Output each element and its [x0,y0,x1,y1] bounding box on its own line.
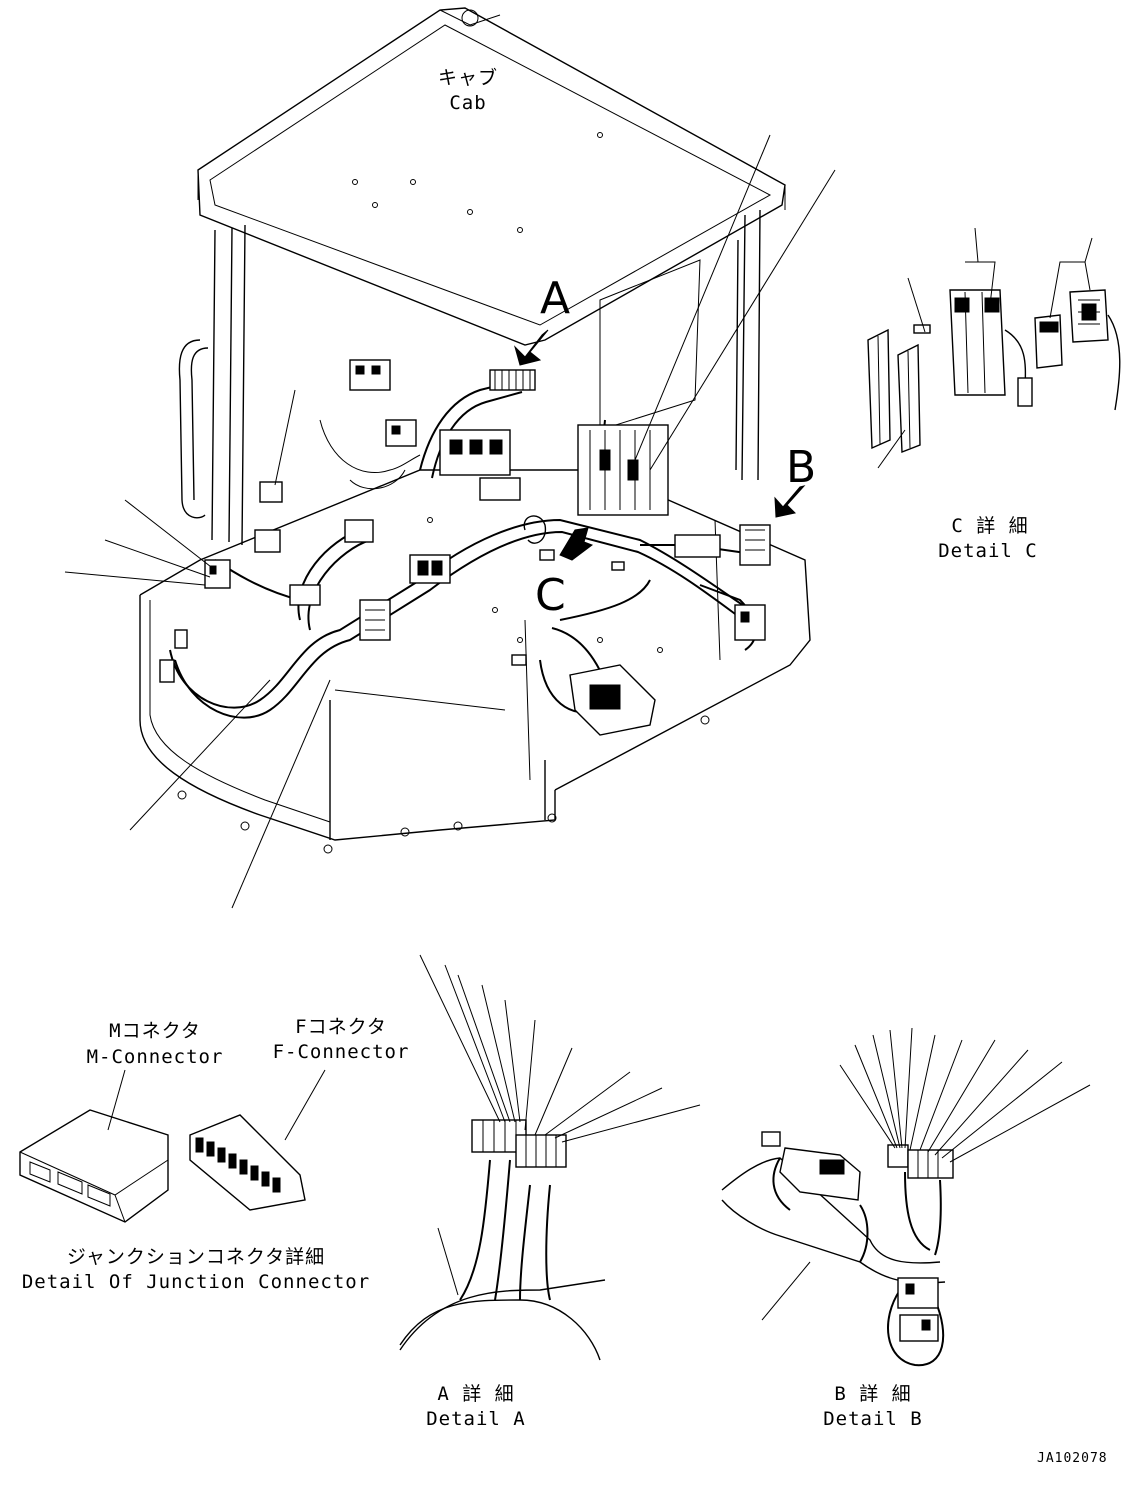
detail-b-label-en: Detail B [823,1408,923,1430]
f-connector-label-en: F-Connector [273,1041,410,1063]
m-connector-illustration [19,1069,169,1223]
roof-bolts [352,132,603,233]
drawing-code: JA102078 [1037,1451,1108,1466]
detail-c-illustration [867,227,1121,469]
view-arrows [514,329,806,561]
view-letter-a: A [540,273,570,324]
detail-c-label-en: Detail C [938,540,1038,562]
connector-clusters [159,359,771,736]
cab-body [139,7,811,854]
leader-lines-main [64,134,836,909]
detail-b-label-jp: B 詳 細 [834,1383,911,1405]
view-letter-c: C [535,570,566,621]
f-connector-label-jp: Fコネクタ [295,1016,387,1038]
detail-a-label-jp: A 詳 細 [437,1383,514,1405]
detail-b-illustration [721,1027,1091,1367]
detail-c-label-jp: C 詳 細 [951,515,1028,537]
m-connector-label-jp: Mコネクタ [109,1020,201,1042]
junction-detail-label-jp: ジャンクションコネクタ詳細 [67,1246,325,1268]
junction-detail-label-en: Detail Of Junction Connector [22,1271,370,1293]
f-connector-illustration [189,1069,326,1211]
cab-label-en: Cab [449,92,486,114]
view-letter-b: B [786,442,816,493]
cab-label-jp: キャブ [438,66,498,89]
floor-bolts [177,517,710,854]
detail-a-illustration [399,954,701,1361]
m-connector-label-en: M-Connector [87,1046,224,1068]
detail-a-label-en: Detail A [426,1408,526,1430]
